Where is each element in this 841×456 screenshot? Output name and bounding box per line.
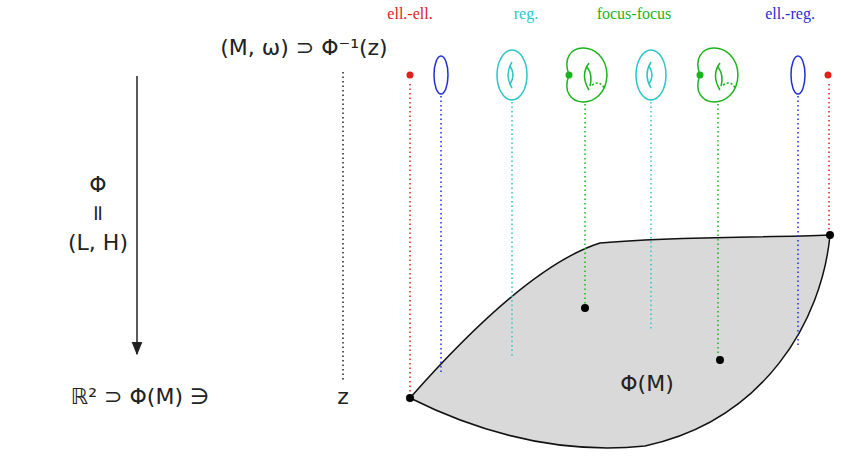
math-label: z bbox=[337, 385, 349, 409]
image-region: Φ(M) bbox=[400, 228, 841, 456]
fiber-type-label: ell.-reg. bbox=[765, 5, 815, 23]
math-label: = bbox=[86, 204, 110, 222]
point-fiber bbox=[407, 72, 414, 79]
region-label: Φ(M) bbox=[620, 371, 673, 396]
math-label: (L, H) bbox=[68, 231, 128, 255]
region-outline bbox=[400, 228, 841, 456]
math-label: (M, ω) ⊃ Φ⁻¹(z) bbox=[220, 36, 387, 60]
point-fiber bbox=[825, 72, 832, 79]
map-arrow bbox=[136, 76, 138, 354]
fiber-type-label: ell.-ell. bbox=[387, 5, 432, 23]
circle-fiber bbox=[791, 56, 805, 94]
fiber-leader bbox=[342, 72, 344, 382]
torus-fiber bbox=[497, 50, 527, 100]
math-label: Φ bbox=[89, 173, 106, 197]
circle-fiber bbox=[434, 56, 448, 94]
fiber-type-label: focus-focus bbox=[597, 5, 672, 23]
math-label: ℝ² ⊃ Φ(M) ∋ bbox=[71, 385, 209, 409]
fiber-type-label: reg. bbox=[514, 5, 538, 23]
pinched-torus-fiber bbox=[697, 48, 739, 102]
pinched-torus-fiber bbox=[566, 48, 608, 102]
torus-fiber bbox=[636, 50, 666, 100]
